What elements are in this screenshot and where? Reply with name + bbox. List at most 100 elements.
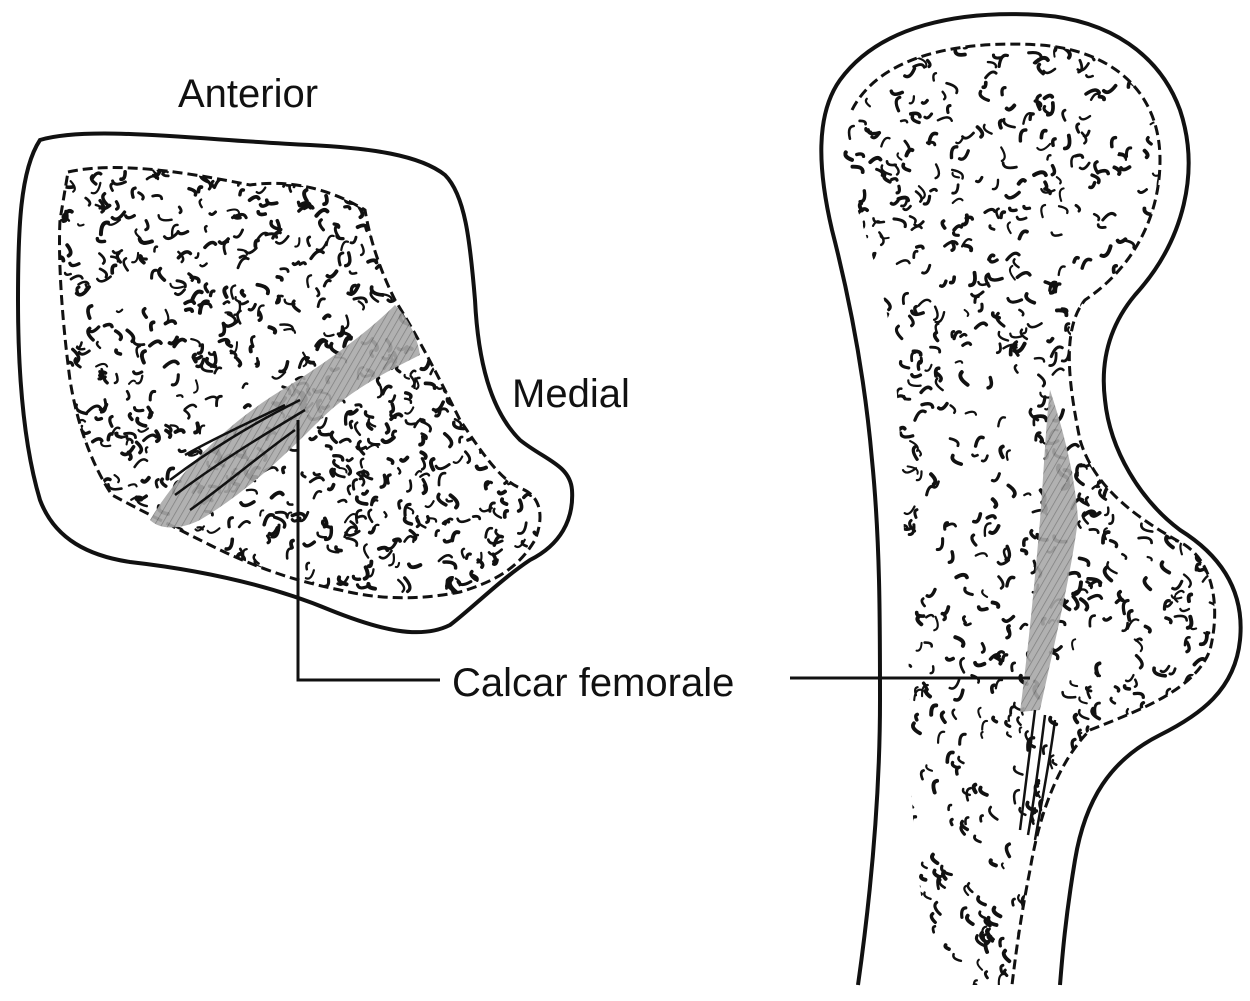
trabecula-mark [878, 966, 882, 970]
trabecula-mark [165, 321, 175, 324]
trabecula-mark [132, 188, 135, 197]
trabecula-mark [1087, 443, 1100, 448]
trabecula-mark [901, 754, 906, 766]
trabecula-mark [541, 198, 545, 206]
trabecula-mark [388, 459, 393, 463]
trabecula-mark [1073, 597, 1078, 609]
trabecula-mark [532, 361, 537, 367]
trabecula-mark [954, 332, 960, 339]
trabecula-mark [1180, 311, 1187, 313]
trabecula-mark [408, 508, 413, 514]
trabecula-mark [195, 423, 198, 432]
trabecula-mark [93, 439, 102, 442]
trabecula-mark [231, 286, 235, 299]
trabecula-mark [1037, 975, 1043, 980]
trabecula-mark [989, 276, 1002, 280]
trabecula-mark [229, 518, 233, 527]
trabecula-mark [864, 472, 868, 484]
trabecula-mark [1083, 844, 1087, 851]
trabecula-mark [324, 280, 330, 286]
trabecula-mark [251, 337, 254, 346]
trabecula-mark [1115, 687, 1118, 691]
trabecula-mark [1014, 342, 1018, 355]
trabecula-mark [931, 705, 936, 714]
trabecula-mark [1037, 144, 1050, 150]
trabecula-mark [1161, 432, 1167, 440]
trabecula-mark [439, 555, 452, 561]
trabecula-mark [1079, 710, 1088, 719]
trabecula-mark [1132, 784, 1137, 796]
trabecula-mark [125, 509, 135, 513]
trabecula-mark [449, 234, 450, 240]
trabecula-mark [199, 594, 204, 599]
trabecula-mark [293, 301, 299, 311]
trabecula-mark [1127, 733, 1132, 740]
trabecula-mark [518, 365, 529, 368]
trabecula-mark [1084, 836, 1089, 842]
trabecula-mark [422, 232, 433, 239]
trabecula-mark [942, 221, 944, 228]
trabecula-mark [438, 205, 450, 211]
trabecula-mark [1030, 114, 1033, 119]
trabecula-mark [912, 353, 915, 361]
trabecula-mark [353, 576, 359, 579]
trabecula-mark [1204, 519, 1208, 530]
trabecula-mark [340, 439, 350, 442]
trabecula-mark [1006, 722, 1010, 727]
trabecula-mark [860, 275, 864, 278]
trabecula-mark [954, 226, 961, 230]
trabecula-mark [379, 209, 381, 216]
trabecula-mark [132, 253, 138, 262]
trabecula-mark [938, 117, 952, 120]
trabecula-mark [365, 412, 372, 418]
trabecula-mark [862, 711, 864, 721]
trabecula-mark [1012, 663, 1015, 671]
trabecula-mark [241, 502, 254, 506]
trabecula-mark [234, 230, 242, 237]
trabecula-mark [1197, 166, 1206, 174]
trabecula-mark [1187, 235, 1191, 245]
trabecula-mark [142, 478, 148, 482]
trabecula-mark [134, 568, 143, 572]
trabecula-mark [1094, 775, 1098, 787]
trabecula-mark [1197, 308, 1203, 309]
trabecula-mark [324, 315, 329, 318]
trabecula-mark [933, 781, 937, 793]
trabecula-mark [463, 334, 469, 337]
trabecula-mark [915, 307, 916, 313]
trabecula-mark [444, 540, 450, 542]
trabecula-mark [989, 807, 997, 819]
trabecula-mark [135, 459, 148, 467]
trabecula-mark [866, 519, 868, 527]
trabecula-mark [436, 191, 438, 199]
trabecula-mark [1024, 207, 1030, 209]
trabecula-mark [857, 823, 862, 829]
trabecula-mark [1169, 828, 1174, 841]
trabecula-mark [92, 173, 101, 179]
trabecula-mark [398, 468, 400, 473]
trabecula-mark [253, 164, 258, 174]
trabecula-mark [498, 266, 501, 274]
trabecula-mark [153, 168, 157, 174]
trabecula-mark [493, 379, 497, 391]
trabecula-mark [1090, 461, 1095, 469]
trabecula-mark [1150, 822, 1155, 827]
trabecula-mark [391, 404, 393, 412]
trabecula-mark [436, 465, 449, 469]
trabecula-mark [96, 418, 101, 420]
trabecula-mark [422, 459, 425, 470]
trabecula-mark [139, 193, 144, 199]
trabecula-mark [126, 216, 135, 218]
trabecula-mark [861, 77, 868, 80]
trabecula-mark [987, 516, 995, 518]
trabecula-mark [381, 475, 385, 487]
trabecula-mark [867, 979, 875, 990]
trabecula-mark [1007, 253, 1019, 259]
trabecula-mark [934, 307, 937, 320]
trabecula-mark [1185, 540, 1191, 542]
trabecula-mark [894, 219, 905, 227]
trabecula-mark [538, 314, 542, 317]
trabecula-mark [1202, 51, 1206, 59]
trabecula-mark [988, 378, 991, 388]
trabecula-mark [1132, 433, 1138, 436]
